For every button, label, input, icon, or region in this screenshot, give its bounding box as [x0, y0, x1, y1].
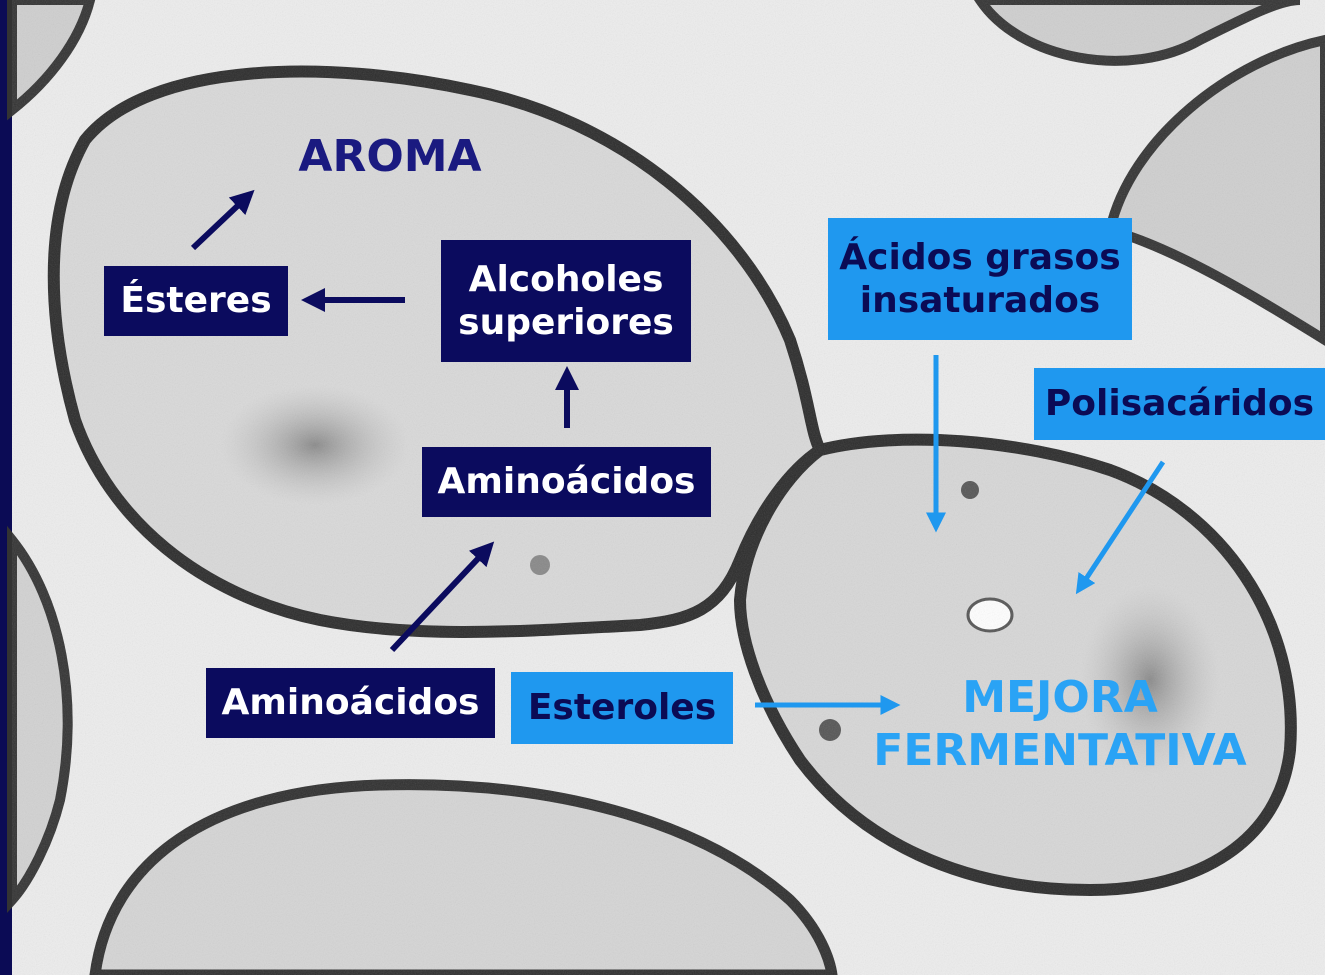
- label-alcoholes-line2: superiores: [458, 301, 674, 344]
- label-mejora-line1: MEJORA: [962, 672, 1158, 725]
- label-mejora-line2: FERMENTATIVA: [873, 725, 1246, 778]
- label-mejora-fermentativa: MEJORA FERMENTATIVA: [860, 662, 1260, 788]
- label-esteroles: Esteroles: [511, 672, 733, 744]
- label-acidos-line1: Ácidos grasos: [839, 236, 1120, 279]
- label-polisacaridos: Polisacáridos: [1034, 368, 1325, 440]
- label-alcoholes-superiores: Alcoholes superiores: [441, 240, 691, 362]
- label-alcoholes-line1: Alcoholes: [469, 258, 664, 301]
- label-aminoacidos-outer: Aminoácidos: [206, 668, 495, 738]
- label-aminoacidos-inner: Aminoácidos: [422, 447, 711, 517]
- label-aroma: AROMA: [295, 128, 485, 186]
- label-acidos-line2: insaturados: [860, 279, 1101, 322]
- label-esteres: Ésteres: [104, 266, 288, 336]
- label-acidos-grasos-insaturados: Ácidos grasos insaturados: [828, 218, 1132, 340]
